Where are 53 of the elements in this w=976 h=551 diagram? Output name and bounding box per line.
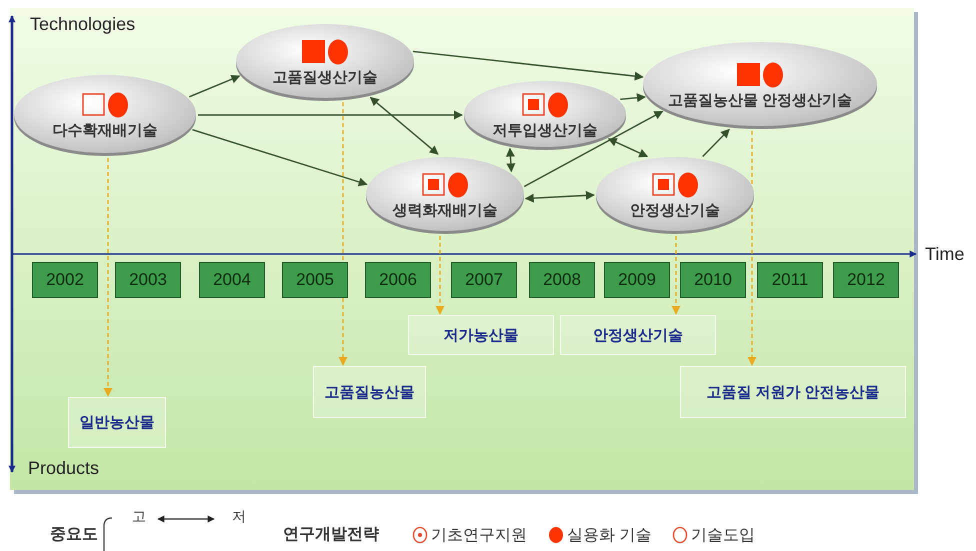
- arrow: [198, 110, 463, 120]
- arrow: [506, 148, 516, 172]
- technology-ellipse: [595, 155, 755, 235]
- legend-label: 기술도입: [691, 526, 755, 546]
- technology-ellipse: [463, 79, 627, 151]
- technology-ellipse: [365, 155, 525, 235]
- key-text: 고: [132, 508, 146, 526]
- axis-label: Products: [28, 458, 100, 479]
- arrow: [524, 190, 595, 203]
- year-box: 2010: [680, 262, 746, 298]
- year-box: 2011: [757, 262, 823, 298]
- node-label: 저투입생산기술: [492, 120, 598, 140]
- node-label: 안정생산기술: [630, 200, 720, 220]
- arrow: [608, 138, 648, 158]
- technology-ellipse: [13, 73, 197, 157]
- technology-ellipse: [642, 40, 878, 130]
- year-box: 2009: [604, 262, 670, 298]
- product-box: 안정생산기술: [560, 315, 716, 355]
- product-box: 저가농산물: [408, 315, 554, 355]
- arrow: [192, 129, 368, 186]
- arrow: [189, 74, 240, 98]
- legend-label: 실용화 기술: [567, 526, 652, 546]
- arrow: [370, 96, 439, 155]
- axis-label: Technologies: [30, 14, 136, 35]
- technology-ellipse: [235, 22, 415, 102]
- year-box: 2002: [32, 262, 98, 298]
- leader-arrow: [436, 236, 444, 315]
- key-text: 중요도: [50, 525, 98, 545]
- product-box: 일반농산물: [68, 397, 166, 448]
- arrow: [412, 50, 644, 81]
- key-text: 저: [232, 508, 246, 526]
- node-label: 생력화재배기술: [392, 200, 498, 220]
- key-text: 연구개발전략: [283, 525, 379, 545]
- node-label: 고품질농산물 안정생산기술: [668, 90, 852, 110]
- node-label: 다수확재배기술: [52, 120, 158, 140]
- node-label: 고품질생산기술: [272, 68, 378, 86]
- axis-label: Time: [925, 244, 964, 265]
- year-box: 2004: [199, 262, 265, 298]
- year-box: 2008: [529, 262, 595, 298]
- product-box: 고품질농산물: [313, 366, 426, 418]
- leader-arrow: [672, 236, 680, 315]
- year-box: 2003: [115, 262, 181, 298]
- year-box: 2005: [282, 262, 348, 298]
- arrow: [524, 110, 664, 188]
- product-box: 고품질 저원가 안전농산물: [680, 366, 906, 418]
- arrow: [620, 93, 646, 102]
- leader-arrow: [104, 158, 112, 397]
- year-box: 2012: [833, 262, 899, 298]
- arrow: [702, 128, 730, 157]
- legend-label: 기초연구지원: [431, 526, 527, 546]
- year-box: 2007: [451, 262, 517, 298]
- leader-arrow: [748, 130, 756, 366]
- year-box: 2006: [365, 262, 431, 298]
